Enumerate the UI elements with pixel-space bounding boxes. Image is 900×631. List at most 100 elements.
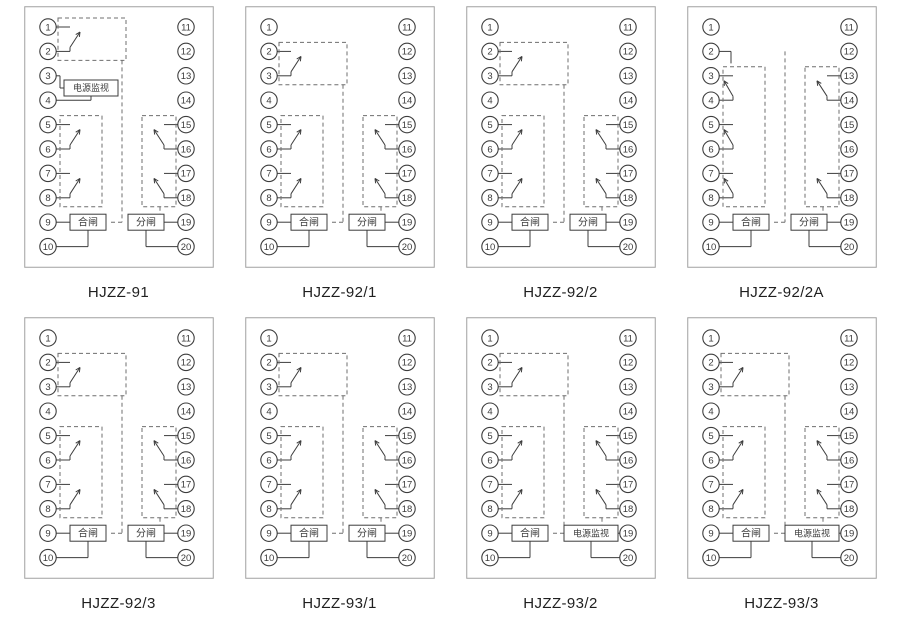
svg-text:9: 9 xyxy=(708,218,713,229)
svg-text:1: 1 xyxy=(266,22,271,33)
svg-text:18: 18 xyxy=(622,504,633,515)
terminal: 5 xyxy=(259,426,278,444)
terminal: 5 xyxy=(480,426,499,444)
svg-text:1: 1 xyxy=(487,333,492,344)
terminal: 18 xyxy=(839,499,858,518)
svg-text:7: 7 xyxy=(708,479,713,490)
terminal: 7 xyxy=(259,164,278,183)
svg-text:20: 20 xyxy=(401,242,412,253)
terminal: 15 xyxy=(397,426,416,444)
terminal: 12 xyxy=(397,353,416,371)
wiring-diagram: 合闸分闸1234567891011121314151617181920 xyxy=(465,6,656,268)
terminal: 20 xyxy=(176,237,195,256)
terminal: 20 xyxy=(839,548,858,566)
terminal: 1 xyxy=(480,18,499,36)
svg-text:9: 9 xyxy=(266,528,271,539)
terminal: 13 xyxy=(176,67,195,85)
terminal: 4 xyxy=(259,401,278,420)
svg-text:8: 8 xyxy=(45,504,50,515)
svg-text:1: 1 xyxy=(487,22,492,33)
terminal: 11 xyxy=(618,18,637,36)
svg-text:12: 12 xyxy=(180,47,191,58)
svg-text:7: 7 xyxy=(45,169,50,180)
svg-text:16: 16 xyxy=(622,455,633,466)
terminal: 19 xyxy=(839,523,858,542)
svg-text:15: 15 xyxy=(401,120,412,131)
svg-text:11: 11 xyxy=(181,22,191,33)
svg-text:6: 6 xyxy=(708,144,713,155)
svg-text:11: 11 xyxy=(181,333,191,344)
terminal: 8 xyxy=(259,499,278,518)
svg-text:2: 2 xyxy=(45,357,50,368)
terminal: 20 xyxy=(397,548,416,566)
diagram-label: HJZZ-92/1 xyxy=(302,284,377,301)
wiring-diagram: 合闸分闸1234567891011121314151617181920 xyxy=(23,316,214,579)
terminal: 10 xyxy=(701,548,720,566)
terminal: 13 xyxy=(839,377,858,396)
svg-text:15: 15 xyxy=(622,430,633,441)
terminal: 18 xyxy=(176,499,195,518)
power-monitor-box-label: 电源监视 xyxy=(72,82,108,93)
svg-text:5: 5 xyxy=(45,120,50,131)
terminal: 3 xyxy=(701,67,720,85)
svg-text:4: 4 xyxy=(708,96,713,107)
close-box-label: 合闸 xyxy=(299,215,319,228)
terminal: 14 xyxy=(618,401,637,420)
terminal: 1 xyxy=(701,18,720,36)
terminal: 9 xyxy=(480,213,499,231)
terminal: 3 xyxy=(701,377,720,396)
terminal: 5 xyxy=(701,115,720,134)
close-box-label: 合闸 xyxy=(299,526,319,539)
svg-text:15: 15 xyxy=(622,120,633,131)
terminal: 16 xyxy=(839,140,858,158)
svg-text:2: 2 xyxy=(45,47,50,58)
terminal: 7 xyxy=(480,475,499,493)
terminal: 12 xyxy=(176,353,195,371)
terminal: 16 xyxy=(176,450,195,469)
svg-text:9: 9 xyxy=(266,218,271,229)
svg-text:2: 2 xyxy=(266,47,271,58)
svg-text:13: 13 xyxy=(622,71,633,82)
svg-text:15: 15 xyxy=(180,120,191,131)
terminal: 18 xyxy=(176,189,195,207)
svg-text:14: 14 xyxy=(401,406,412,417)
terminal: 16 xyxy=(839,450,858,469)
terminal: 17 xyxy=(839,475,858,493)
terminal: 2 xyxy=(701,42,720,61)
svg-text:10: 10 xyxy=(484,552,495,563)
svg-text:11: 11 xyxy=(402,333,412,344)
terminal: 13 xyxy=(397,67,416,85)
terminal: 16 xyxy=(397,140,416,158)
terminal: 4 xyxy=(701,91,720,109)
wiring-diagram: 电源监视合闸分闸1234567891011121314151617181920 xyxy=(23,6,214,268)
svg-text:11: 11 xyxy=(844,333,854,344)
terminal: 5 xyxy=(259,115,278,134)
wiring-diagram: 合闸分闸1234567891011121314151617181920 xyxy=(244,316,435,579)
terminal: 6 xyxy=(38,450,57,469)
terminal: 11 xyxy=(618,328,637,347)
terminal: 18 xyxy=(618,189,637,207)
svg-text:3: 3 xyxy=(708,382,713,393)
terminal: 15 xyxy=(839,426,858,444)
terminal: 14 xyxy=(618,91,637,109)
terminal: 7 xyxy=(259,475,278,493)
terminal: 17 xyxy=(397,164,416,183)
terminal: 11 xyxy=(176,18,195,36)
svg-text:15: 15 xyxy=(401,430,412,441)
terminal: 3 xyxy=(38,67,57,85)
terminal: 12 xyxy=(839,42,858,61)
svg-text:10: 10 xyxy=(705,552,716,563)
svg-text:6: 6 xyxy=(45,455,50,466)
terminal: 12 xyxy=(618,353,637,371)
svg-text:18: 18 xyxy=(180,504,191,515)
svg-text:19: 19 xyxy=(843,218,854,229)
svg-text:8: 8 xyxy=(708,193,713,204)
terminal: 14 xyxy=(839,91,858,109)
svg-text:19: 19 xyxy=(622,218,633,229)
svg-text:7: 7 xyxy=(266,479,271,490)
trip-box-label: 分闸 xyxy=(799,215,819,228)
svg-text:19: 19 xyxy=(180,528,191,539)
